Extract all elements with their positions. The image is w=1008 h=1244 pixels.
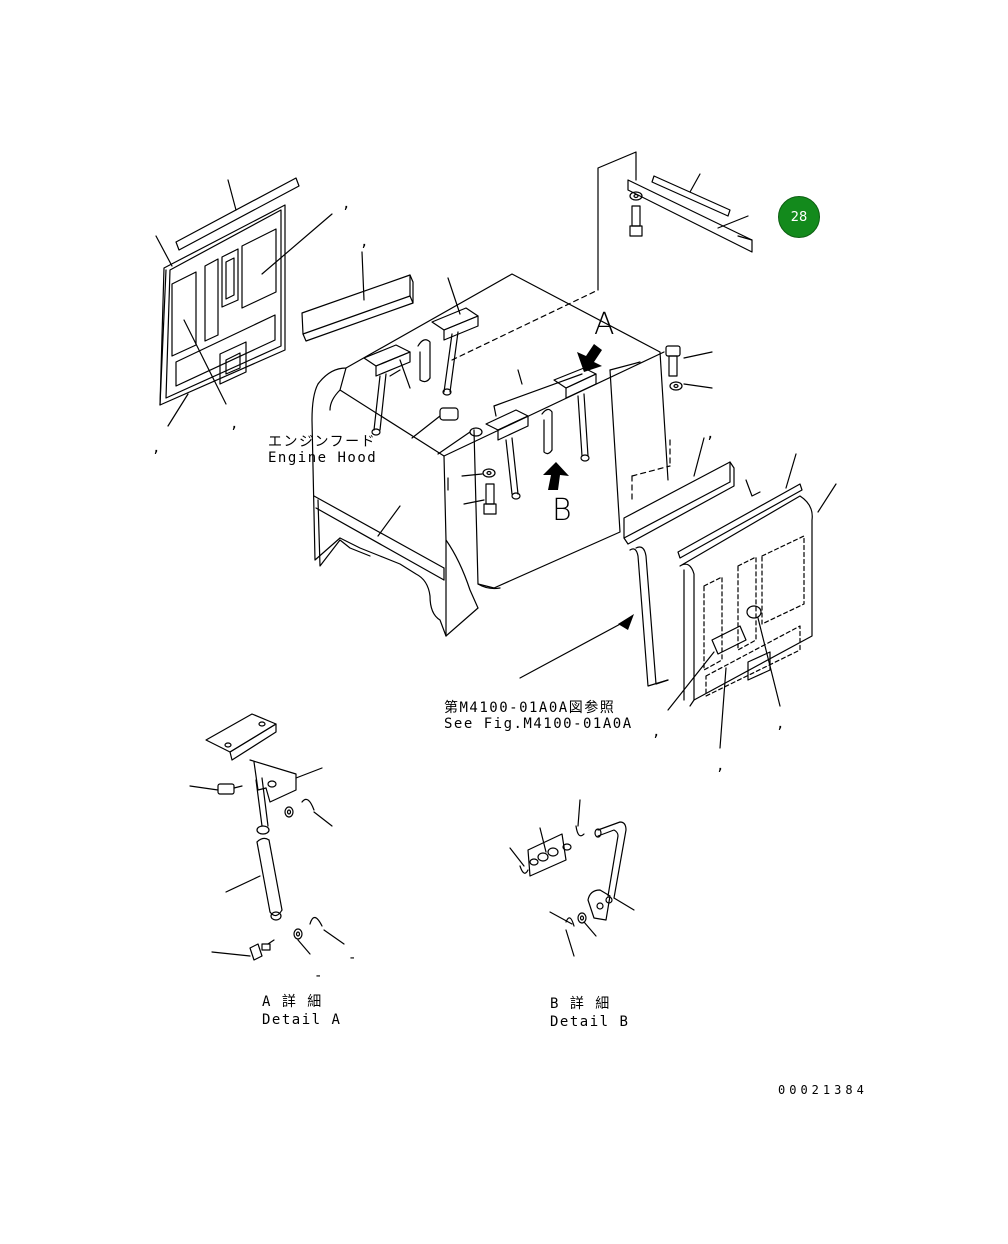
top-hinge-left bbox=[363, 307, 479, 436]
callout-mark: , bbox=[716, 758, 726, 774]
right-side-door bbox=[677, 479, 813, 707]
centre-fasteners bbox=[439, 407, 497, 515]
page-number-badge[interactable]: 28 bbox=[778, 196, 820, 238]
view-a-marker: A bbox=[594, 307, 615, 342]
support-rod bbox=[629, 546, 669, 687]
callout-mark: - bbox=[314, 968, 324, 984]
detail-a-label-jp: A 詳 細 bbox=[262, 994, 323, 1010]
left-side-door bbox=[159, 177, 300, 406]
detail-b-label-jp: B 詳 細 bbox=[550, 996, 611, 1012]
callout-mark: , bbox=[706, 426, 716, 442]
callout-mark: , bbox=[152, 440, 162, 456]
detail-b-drawing bbox=[509, 799, 635, 957]
callout-mark: , bbox=[360, 234, 370, 250]
reference-label-jp: 第M4100-01A0A図参照 bbox=[444, 699, 615, 716]
engine-hood-body bbox=[311, 273, 669, 637]
callout-mark: , bbox=[342, 196, 352, 212]
view-a-boundary bbox=[597, 151, 637, 291]
callout-mark: , bbox=[652, 724, 662, 740]
side-seal-bar bbox=[301, 274, 414, 342]
detail-b-label-en: Detail B bbox=[550, 1014, 629, 1030]
detail-a-drawing bbox=[189, 713, 345, 961]
reference-label-en: See Fig.M4100-01A0A bbox=[444, 716, 633, 732]
phantom-lines bbox=[451, 289, 671, 503]
right-seal-bar bbox=[623, 461, 735, 545]
detail-a-label-en: Detail A bbox=[262, 1012, 341, 1028]
page-number-text: 28 bbox=[790, 209, 808, 225]
right-bolt-washer bbox=[665, 345, 683, 391]
callout-mark: , bbox=[230, 416, 240, 432]
leader-lines bbox=[155, 173, 837, 749]
top-right-bracket bbox=[627, 175, 753, 253]
view-b-marker: B bbox=[552, 493, 572, 528]
top-hinge-right bbox=[485, 367, 597, 500]
callout-mark: - bbox=[348, 950, 358, 966]
drawing-code: 00021384 bbox=[778, 1083, 868, 1097]
engine-hood-label-en: Engine Hood bbox=[268, 450, 377, 466]
diagram-labels: エンジンフード Engine Hood A B 第M4100-01A0A図参照 … bbox=[152, 196, 868, 1097]
callout-mark: , bbox=[776, 716, 786, 732]
engine-hood-label-jp: エンジンフード bbox=[268, 434, 376, 450]
view-arrows bbox=[543, 344, 602, 490]
